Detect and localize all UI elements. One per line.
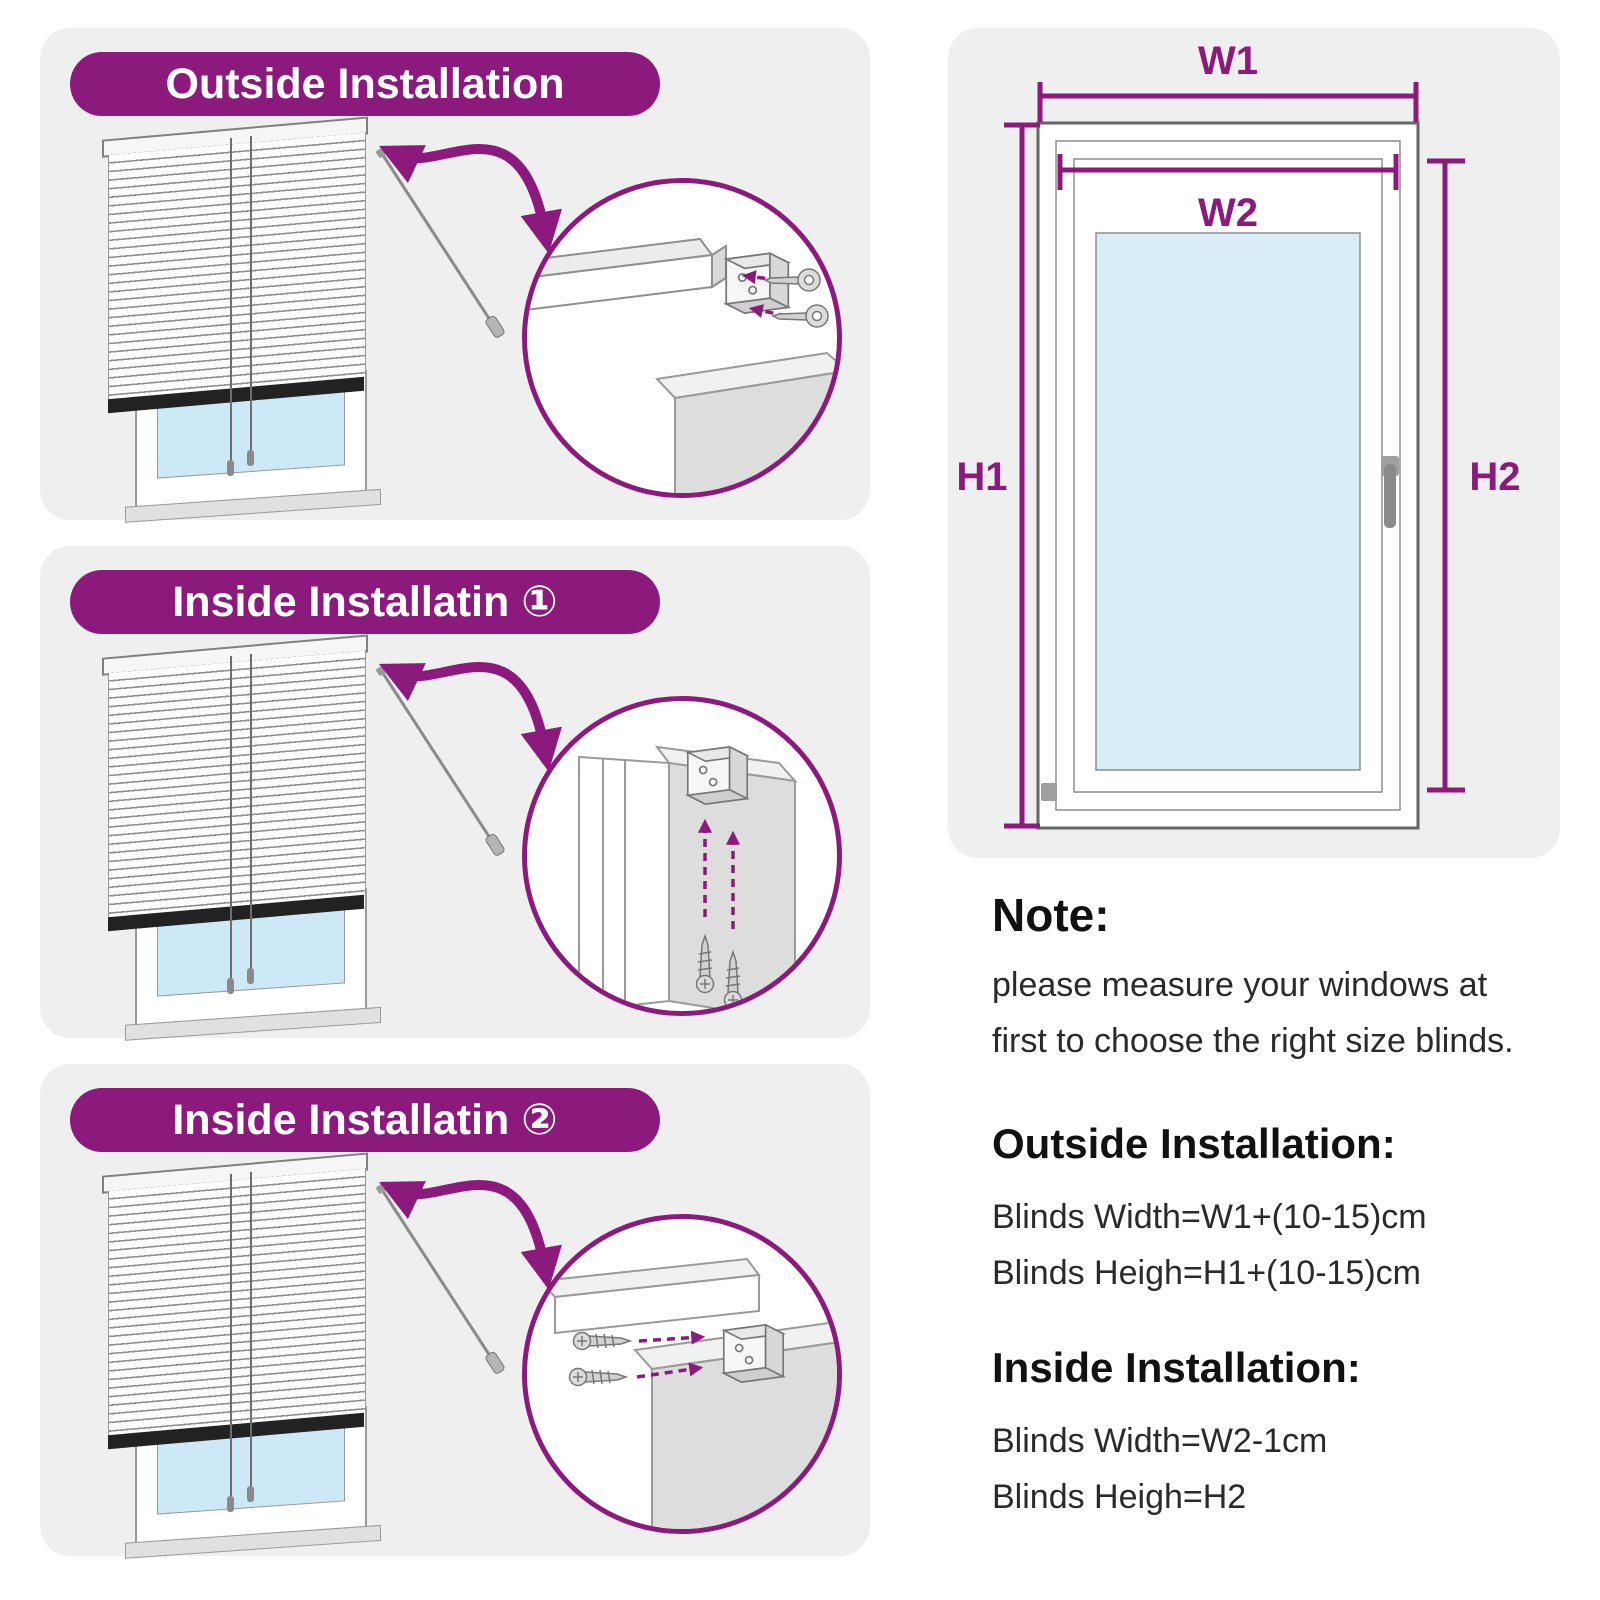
window-hinge [1041,783,1057,801]
panel-outside-installation: Outside Installation [40,28,870,520]
note-line-2: first to choose the right size blinds. [992,1022,1514,1060]
blinds-cord [227,1174,234,1512]
inside-bracket-detail-1 [578,745,798,1011]
window-measure-diagram: W1 W2 H1 H2 [956,39,1521,830]
outside-bracket-detail [527,237,837,493]
screw-icon [568,1367,627,1387]
detail-circle [522,696,842,1016]
blinds-slats [108,1168,366,1436]
panel-title: Outside Installation [165,59,565,108]
panel-inside-installation-2: Inside Installatin ② [40,1064,870,1556]
outside-width-rule: Blinds Width=W1+(10-15)cm [992,1198,1427,1236]
panel-title: Inside Installatin ① [172,578,558,626]
screw-icon [572,1331,631,1351]
window-drawing [1036,121,1420,830]
blinds-illustration [80,1146,520,1550]
screw-direction-arrows [698,818,740,929]
blinds-body [102,1152,368,1450]
mounting-bracket [686,746,749,805]
h1-label: H1 [956,455,1007,499]
inside-height-rule: Blinds Heigh=H2 [992,1478,1247,1516]
h2-label: H2 [1469,455,1520,499]
panel-title-pill: Inside Installatin ② [70,1088,660,1152]
inside-rule-title: Inside Installation: [992,1344,1361,1391]
blinds-cord [247,654,254,984]
w2-label: W2 [1198,191,1258,235]
outside-rule-title: Outside Installation: [992,1120,1396,1167]
blinds-cord [227,656,234,994]
dimension-lines [1004,82,1465,829]
inside-width-rule: Blinds Width=W2-1cm [992,1422,1328,1460]
panel-title-pill: Inside Installatin ① [70,570,660,634]
note-line-1: please measure your windows at [992,966,1488,1004]
mounting-bracket [722,1324,785,1383]
blinds-slats [108,650,366,918]
detail-circle [522,1214,842,1534]
blinds-cord [247,136,254,466]
blinds-cord [247,1172,254,1502]
outside-height-rule: Blinds Heigh=H1+(10-15)cm [992,1254,1421,1292]
panel-title-pill: Outside Installation [70,52,660,116]
blinds-slats [108,132,366,400]
wall-corner [654,351,837,493]
panel-title: Inside Installatin ② [172,1096,558,1144]
detail-circle [522,178,842,498]
w1-label: W1 [1198,39,1258,83]
panel-inside-installation-1: Inside Installatin ① [40,546,870,1038]
curved-arrow-icon [379,1180,562,1290]
curved-arrow-icon [379,144,562,254]
blinds-illustration [80,628,520,1032]
curved-arrow-icon [379,662,562,772]
window-top-corner [538,1257,837,1529]
window-handle [1384,464,1396,528]
inside-bracket-detail-2 [538,1257,837,1529]
panel-measurement: W1 W2 H1 H2 [948,28,1560,858]
screw-direction-arrows [636,1330,706,1379]
note-title: Note: [992,889,1110,941]
blinds-cord [227,138,234,476]
blinds-illustration [80,110,520,514]
blinds-body [102,116,368,414]
blinds-body [102,634,368,932]
top-rail [527,237,727,311]
